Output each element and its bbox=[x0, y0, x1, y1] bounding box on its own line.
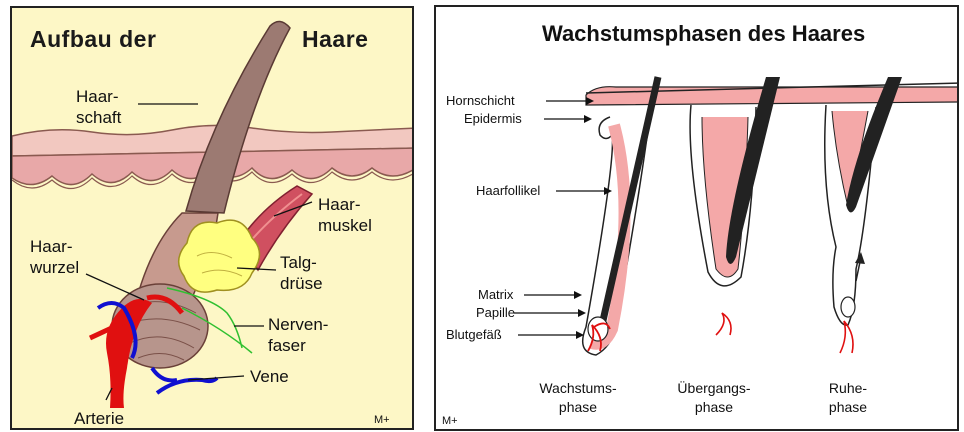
growth-phases-illustration bbox=[436, 7, 959, 431]
label-nervenfaser-line2: faser bbox=[268, 335, 328, 356]
label-haarwurzel-line2: wurzel bbox=[30, 257, 79, 278]
label-haarmuskel-line1: Haar- bbox=[318, 194, 372, 215]
hair-structure-panel: Aufbau der Haare Haar- schaft Haar- musk… bbox=[10, 6, 414, 430]
label-haarfollikel: Haarfollikel bbox=[476, 183, 540, 199]
label-haarwurzel-line1: Haar- bbox=[30, 236, 79, 257]
label-arterie: Arterie bbox=[74, 408, 124, 429]
phase-label-rest: Ruhe- phase bbox=[798, 379, 898, 417]
signature-left: M+ bbox=[374, 414, 390, 426]
label-nervenfaser-line1: Nerven- bbox=[268, 314, 328, 335]
label-haarwurzel: Haar- wurzel bbox=[30, 236, 79, 278]
label-haarschaft: Haar- schaft bbox=[76, 86, 121, 128]
phase-growth-line1: Wachstums- bbox=[528, 379, 628, 398]
label-nervenfaser: Nerven- faser bbox=[268, 314, 328, 356]
label-haarmuskel: Haar- muskel bbox=[318, 194, 372, 236]
title-part2: Haare bbox=[302, 26, 368, 53]
label-hornschicht: Hornschicht bbox=[446, 93, 515, 109]
phase-label-growth: Wachstums- phase bbox=[528, 379, 628, 417]
label-talgdruese: Talg- drüse bbox=[280, 252, 323, 294]
label-vene: Vene bbox=[250, 366, 289, 387]
label-talgdruese-line2: drüse bbox=[280, 273, 323, 294]
phase-growth-line2: phase bbox=[528, 398, 628, 417]
phase-rest-line1: Ruhe- bbox=[798, 379, 898, 398]
label-haarmuskel-line2: muskel bbox=[318, 215, 372, 236]
title-part1: Aufbau der bbox=[30, 26, 156, 53]
title-right: Wachstumsphasen des Haares bbox=[542, 21, 865, 47]
label-matrix: Matrix bbox=[478, 287, 513, 303]
phase-transition-line2: phase bbox=[664, 398, 764, 417]
label-blutgefaess: Blutgefäß bbox=[446, 327, 502, 343]
signature-right: M+ bbox=[442, 415, 458, 427]
phase-label-transition: Übergangs- phase bbox=[664, 379, 764, 417]
label-haarschaft-line1: Haar- bbox=[76, 86, 121, 107]
label-epidermis: Epidermis bbox=[464, 111, 522, 127]
phase-rest-line2: phase bbox=[798, 398, 898, 417]
growth-phases-panel: Wachstumsphasen des Haares Hornschicht E… bbox=[434, 5, 959, 431]
label-papille: Papille bbox=[476, 305, 515, 321]
label-haarschaft-line2: schaft bbox=[76, 107, 121, 128]
phase-transition-line1: Übergangs- bbox=[664, 379, 764, 398]
label-talgdruese-line1: Talg- bbox=[280, 252, 323, 273]
